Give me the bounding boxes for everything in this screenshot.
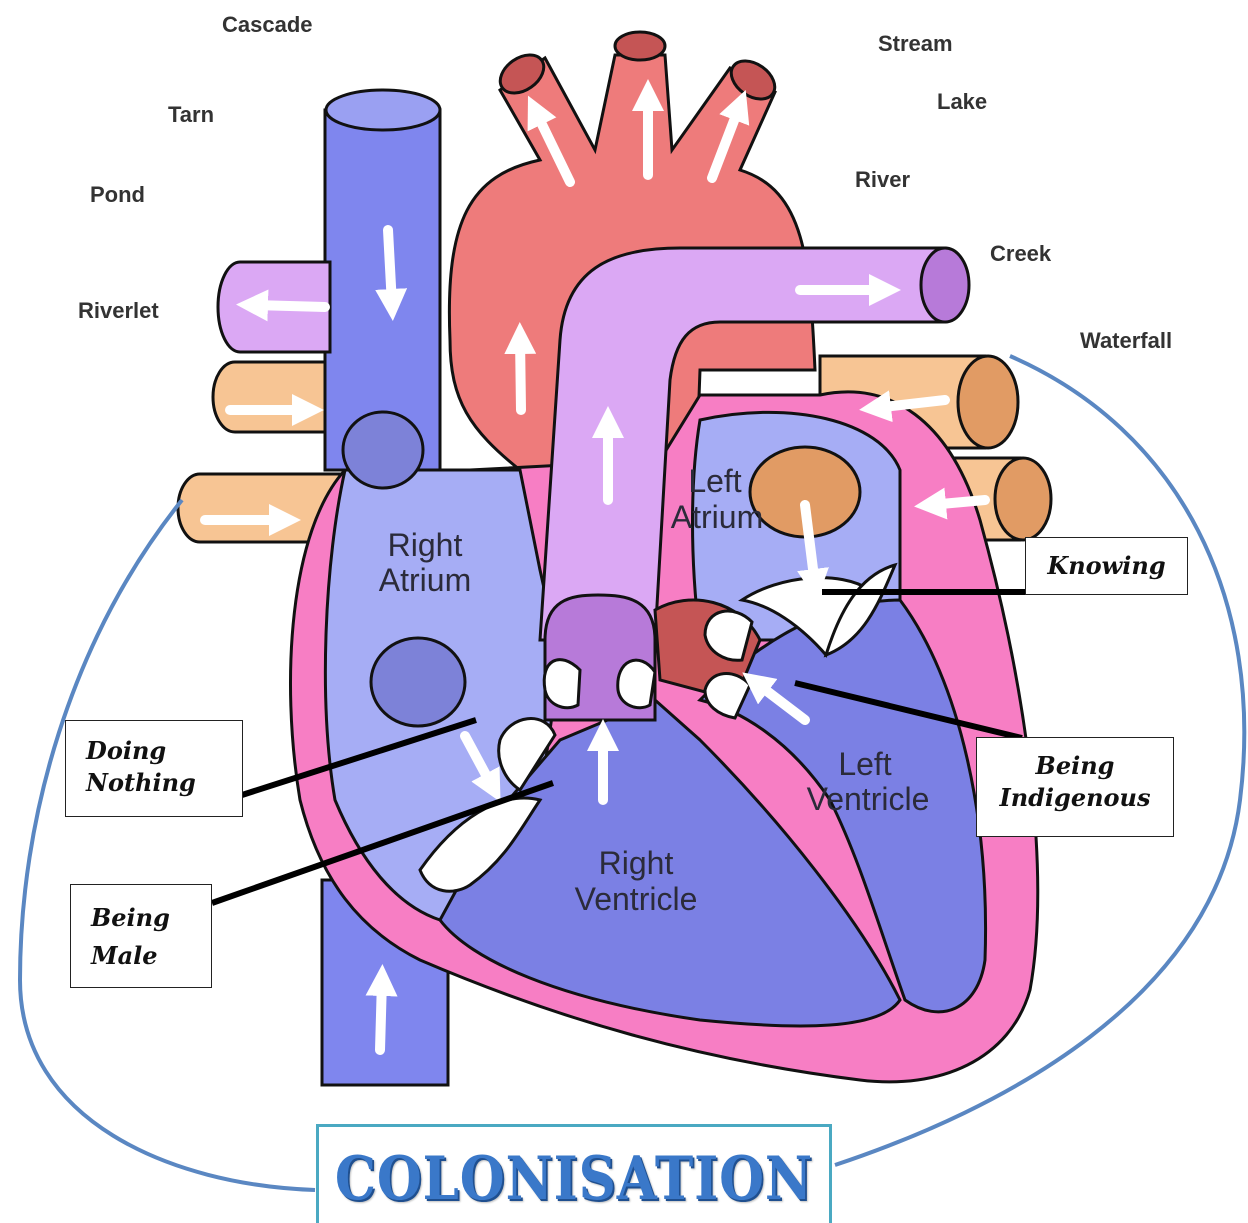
callout-doing-nothing-line1: Doing: [86, 735, 242, 767]
right-atrium-label-line1: Right: [388, 527, 463, 563]
callout-doing-nothing-line2: Nothing: [86, 767, 242, 799]
callout-being-male: Being Male: [70, 884, 212, 988]
right-ventricle-label-line2: Ventricle: [575, 881, 698, 917]
label-lake: Lake: [937, 89, 987, 114]
callout-knowing: Knowing: [1025, 537, 1188, 595]
title-box: COLONISATION: [316, 1124, 832, 1223]
left-atrium-label-line1: Left: [688, 463, 741, 499]
label-river: River: [855, 167, 910, 192]
label-pond: Pond: [90, 182, 145, 207]
left-ventricle-label-line1: Left: [838, 746, 891, 782]
callout-being-male-line2: Male: [91, 937, 211, 975]
callout-being-indigenous: Being Indigenous: [976, 737, 1174, 837]
label-cascade: Cascade: [222, 12, 313, 37]
right-atrium-label-line2: Atrium: [379, 562, 471, 598]
page-title: COLONISATION: [335, 1144, 813, 1214]
left-atrium-label-line2: Atrium: [671, 499, 763, 535]
callout-doing-nothing: Doing Nothing: [65, 720, 243, 817]
callout-being-indigenous-line2: Indigenous: [977, 782, 1173, 814]
label-waterfall: Waterfall: [1080, 328, 1172, 353]
label-creek: Creek: [990, 241, 1052, 266]
label-riverlet: Riverlet: [78, 298, 159, 323]
callout-being-male-line1: Being: [91, 899, 211, 937]
label-tarn: Tarn: [168, 102, 214, 127]
callout-being-indigenous-line1: Being: [977, 750, 1173, 782]
left-ventricle-label-line2: Ventricle: [807, 781, 930, 817]
callout-knowing-text: Knowing: [1047, 550, 1165, 582]
label-stream: Stream: [878, 31, 953, 56]
right-ventricle-label-line1: Right: [599, 845, 674, 881]
